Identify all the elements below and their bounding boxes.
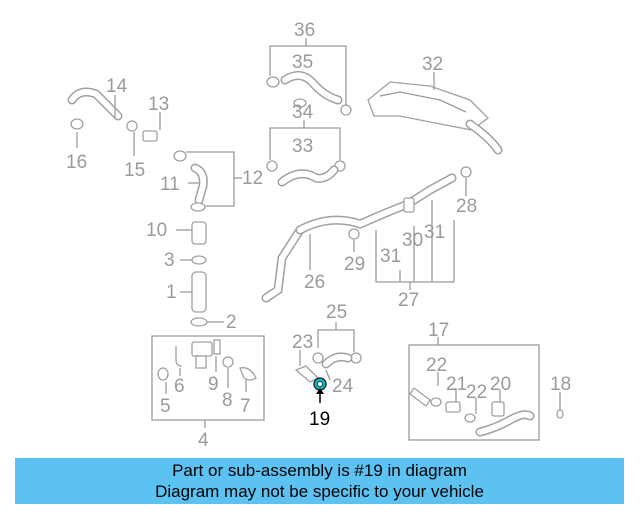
- bypass-hose-group: [266, 38, 352, 187]
- callout-9: 9: [208, 374, 219, 395]
- callout-6: 6: [174, 376, 185, 397]
- callout-13: 13: [148, 94, 169, 115]
- callout-14: 14: [106, 76, 128, 97]
- callout-2: 2: [226, 312, 237, 333]
- banner-line-disclaimer: Diagram may not be specific to your vehi…: [155, 482, 484, 501]
- callout-21: 21: [446, 374, 467, 395]
- callout-35: 35: [292, 52, 313, 73]
- assembly-box-4: [151, 335, 265, 428]
- part-19-highlighted: [313, 377, 327, 403]
- callout-15: 15: [124, 160, 145, 181]
- callout-34: 34: [292, 102, 314, 123]
- callout-31b: 31: [424, 222, 445, 243]
- callout-10: 10: [146, 220, 167, 241]
- hose-14-assembly: [67, 87, 242, 212]
- callout-32: 32: [422, 54, 443, 75]
- callout-26: 26: [304, 272, 325, 293]
- callout-17: 17: [428, 320, 449, 341]
- callout-31a: 31: [380, 246, 401, 267]
- callout-24: 24: [332, 376, 354, 397]
- callout-30: 30: [402, 230, 423, 251]
- pipe-bracket-32: [367, 72, 503, 155]
- callout-11: 11: [160, 174, 180, 195]
- callout-1: 1: [166, 282, 177, 303]
- callout-23: 23: [292, 332, 313, 353]
- callout-33: 33: [292, 136, 313, 157]
- callout-19: 19: [309, 409, 330, 430]
- callout-3: 3: [164, 250, 175, 271]
- callout-7: 7: [240, 396, 251, 417]
- callout-25: 25: [326, 302, 347, 323]
- banner-line-part: Part or sub-assembly is #19 in diagram: [172, 461, 467, 480]
- small-hose-group-25: [294, 322, 362, 383]
- callout-28: 28: [456, 196, 477, 217]
- callout-12: 12: [242, 168, 263, 189]
- callout-8: 8: [222, 390, 233, 411]
- callout-36: 36: [294, 20, 315, 41]
- callout-29: 29: [344, 254, 365, 275]
- water-pipe-stack: [176, 221, 224, 327]
- callout-22a: 22: [426, 355, 447, 376]
- callout-22b: 22: [466, 382, 487, 403]
- parts-diagram: 1 2 3 4 5 6 7 8 9 10 11 12 13 14 15 16 1…: [66, 20, 571, 451]
- info-banner: Part or sub-assembly is #19 in diagram D…: [15, 458, 624, 504]
- assembly-box-17: [408, 337, 564, 441]
- coolant-pipe-26: [261, 166, 472, 303]
- callout-16: 16: [66, 152, 87, 173]
- callout-18: 18: [550, 374, 571, 395]
- callout-4: 4: [198, 430, 209, 451]
- callout-27: 27: [398, 290, 419, 311]
- callout-5: 5: [160, 396, 171, 417]
- callout-20: 20: [490, 374, 511, 395]
